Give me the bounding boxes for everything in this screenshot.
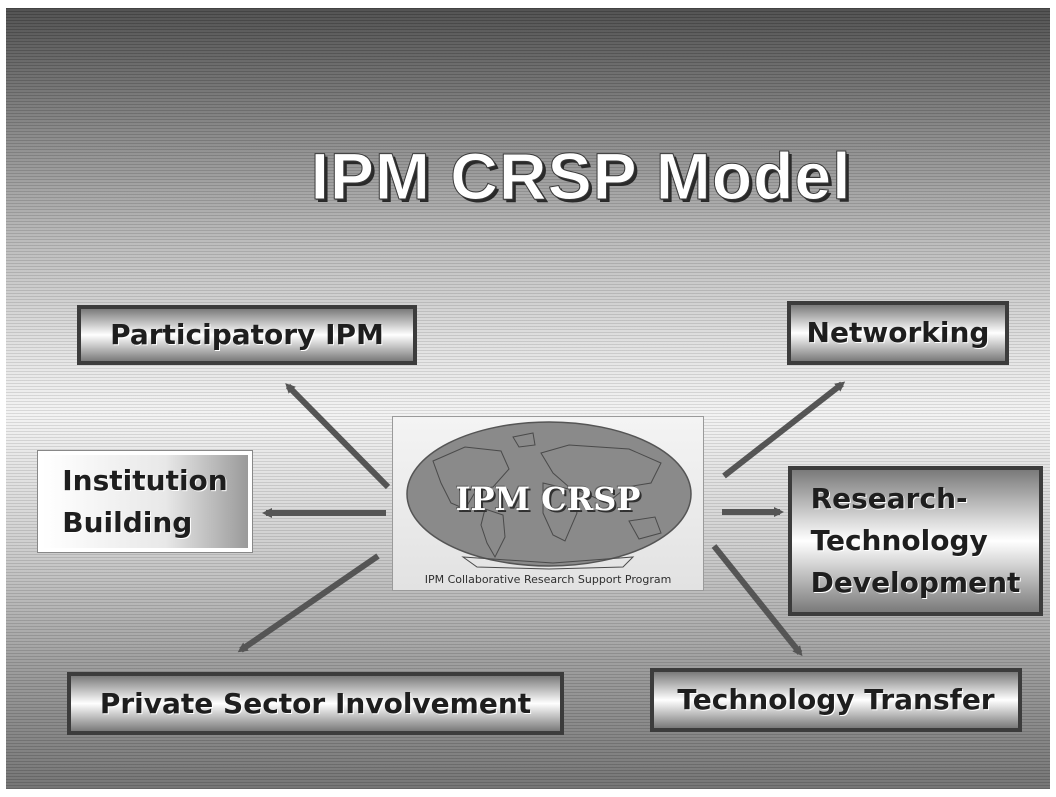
slide: IPM CRSP Model IPM CRSP IPM Collaborativ…: [6, 8, 1050, 789]
box-private-sector-involvement: Private Sector Involvement: [67, 672, 564, 735]
box-technology-transfer: Technology Transfer: [650, 668, 1022, 732]
box-participatory-ipm: Participatory IPM: [77, 305, 417, 365]
arrow-to-transfer: [711, 544, 803, 657]
box-label: Institution Building: [62, 463, 228, 539]
box-research-technology-development: Research- Technology Development: [788, 466, 1043, 616]
box-label: Participatory IPM: [110, 318, 384, 351]
logo-subtitle: IPM Collaborative Research Support Progr…: [424, 573, 672, 586]
box-label: Networking: [806, 316, 990, 349]
box-label: Technology Transfer: [677, 683, 995, 716]
slide-title: IPM CRSP Model: [310, 139, 852, 214]
box-label: Private Sector Involvement: [99, 686, 532, 720]
box-institution-building: Institution Building: [38, 451, 252, 552]
arrows-layer: [237, 381, 846, 657]
world-map-icon: [406, 421, 692, 570]
box-label: Research- Technology Development: [810, 482, 1021, 599]
box-networking: Networking: [787, 301, 1009, 365]
ipm-crsp-logo: IPM CRSP IPM Collaborative Research Supp…: [392, 416, 704, 591]
arrow-to-private: [237, 553, 380, 653]
logo-title: IPM CRSP: [455, 480, 641, 518]
arrow-to-participatory: [285, 383, 391, 490]
arrow-to-networking: [722, 381, 846, 479]
